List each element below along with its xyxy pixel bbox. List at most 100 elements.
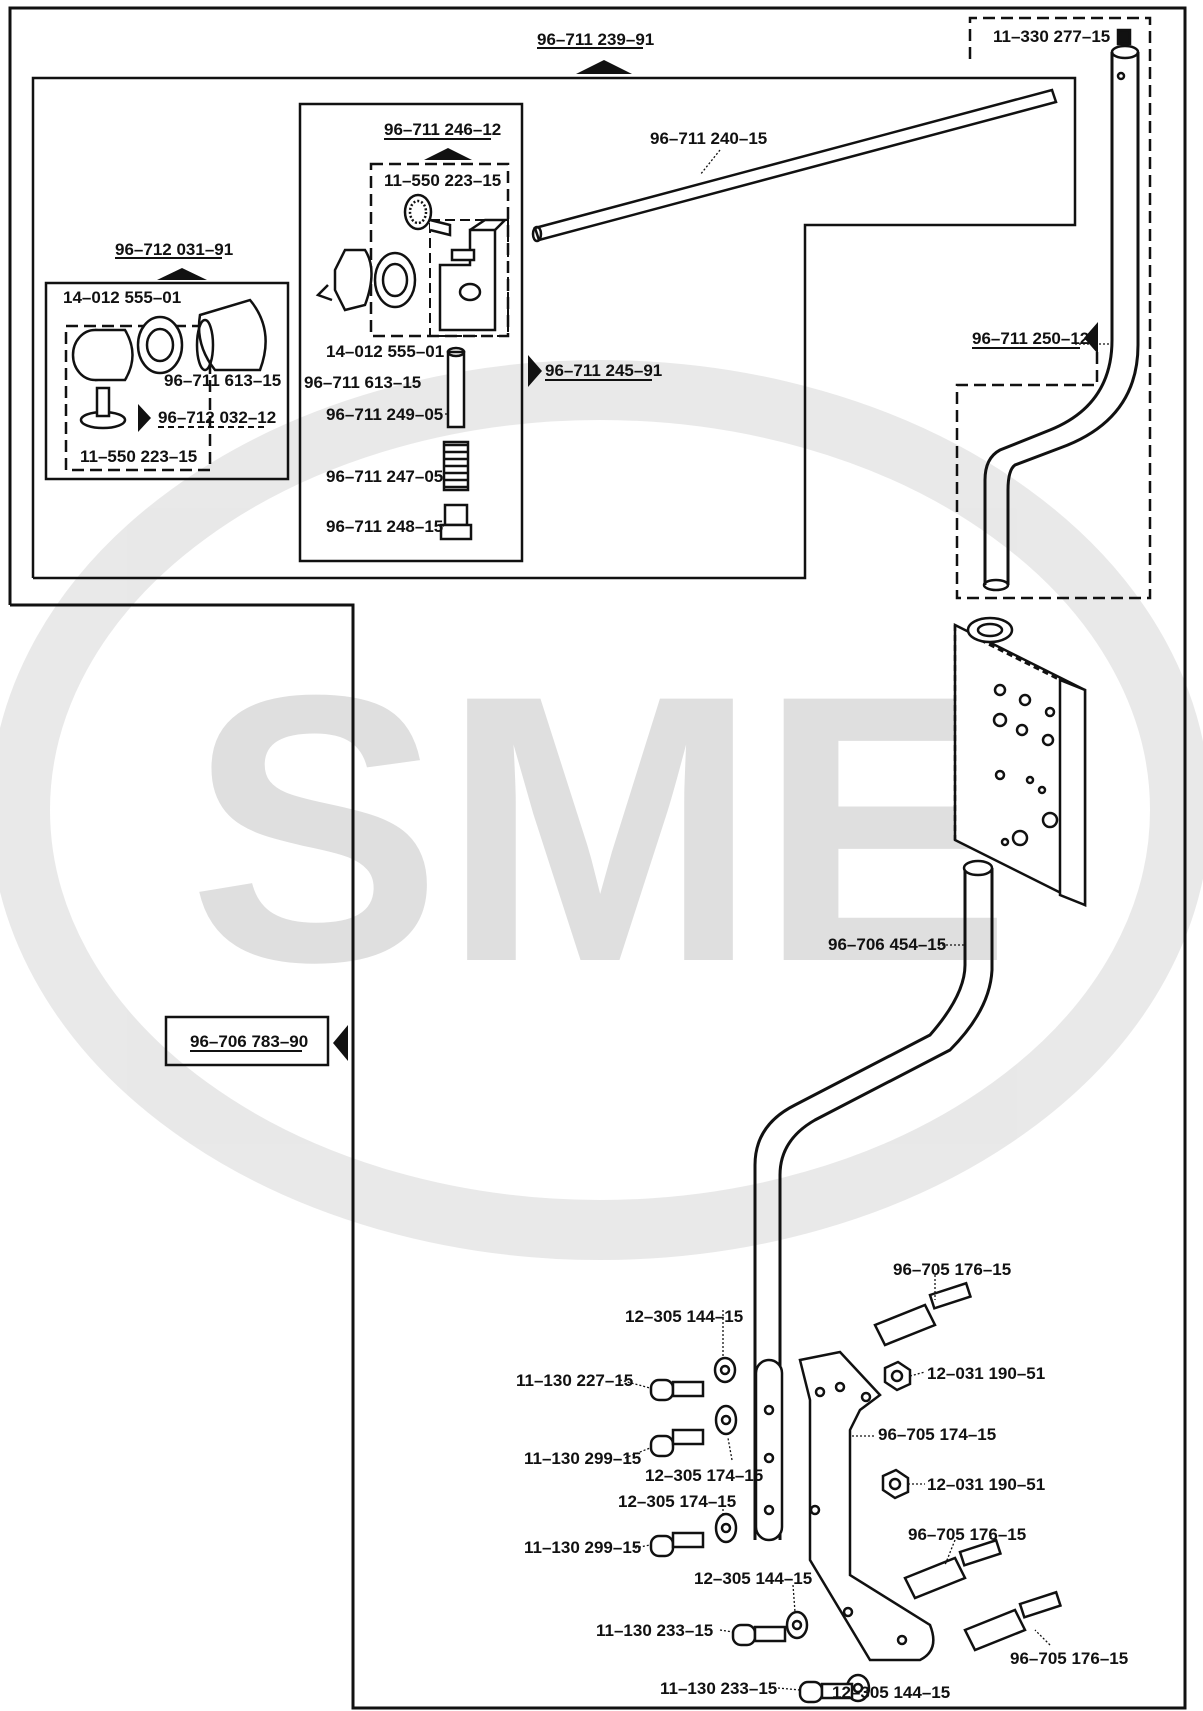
block-top bbox=[469, 218, 509, 232]
group-header-032-12: 96–712 032–12 bbox=[138, 404, 276, 432]
group-header-246-12: 96–711 246–12 bbox=[384, 120, 501, 160]
block-246-12 bbox=[438, 228, 497, 332]
label-174-b: 12–305 174–15 bbox=[618, 1492, 736, 1511]
part-drawings bbox=[71, 28, 1140, 1704]
group-label-032-12: 96–712 032–12 bbox=[158, 408, 276, 427]
block-hole bbox=[458, 282, 482, 302]
pipe-250-12-right bbox=[1006, 52, 1140, 585]
label-176-c: 96–705 176–15 bbox=[1010, 1649, 1128, 1668]
label-454-15: 96–706 454–15 bbox=[828, 935, 946, 954]
spring-247-05 bbox=[442, 440, 470, 492]
washer-174-a bbox=[714, 1404, 738, 1436]
standoff-176-c bbox=[963, 1590, 1063, 1652]
label-233-b: 11–130 233–15 bbox=[660, 1679, 777, 1698]
frame-246-12-inner bbox=[429, 219, 509, 337]
watermark-text: SME bbox=[188, 616, 1011, 1041]
group-label-783-90: 96–706 783–90 bbox=[190, 1032, 308, 1051]
plate-174-15 bbox=[798, 1350, 935, 1662]
screw-277-15 bbox=[1116, 28, 1132, 46]
part-labels: 96–711 240–15 11–550 223–15 14–012 555–0… bbox=[63, 129, 1128, 1702]
triangle-right-icon bbox=[528, 355, 542, 387]
triangle-up-icon bbox=[157, 268, 207, 280]
frame-031-91 bbox=[44, 281, 290, 481]
label-190-a: 12–031 190–51 bbox=[927, 1364, 1045, 1383]
rod-454-15-right bbox=[778, 868, 994, 1540]
screw-299-a bbox=[649, 1428, 705, 1458]
frame-032-12 bbox=[64, 324, 212, 472]
group-header-250-12: 96–711 250–12 bbox=[972, 322, 1098, 354]
washer-144-a bbox=[713, 1356, 737, 1384]
label-012-555-a: 14–012 555–01 bbox=[63, 288, 181, 307]
rod-454-15-left bbox=[753, 868, 967, 1540]
cutter-613-b bbox=[333, 248, 373, 312]
leader-lines bbox=[435, 149, 1110, 1691]
screw-299-b bbox=[649, 1531, 705, 1558]
screw-233-b bbox=[798, 1680, 854, 1704]
pipe-top bbox=[1110, 44, 1140, 60]
label-144-a: 12–305 144–15 bbox=[625, 1307, 743, 1326]
label-227-15: 11–130 227–15 bbox=[516, 1371, 633, 1390]
group-label-031-91: 96–712 031–91 bbox=[115, 240, 233, 259]
label-249-05: 96–711 249–05 bbox=[326, 405, 443, 424]
triangle-up-icon bbox=[576, 60, 632, 74]
rod-240-15 bbox=[533, 88, 1058, 242]
frame-239-91 bbox=[31, 76, 1077, 580]
label-144-b: 12–305 144–15 bbox=[694, 1569, 812, 1588]
nut-190-a bbox=[883, 1360, 912, 1392]
knob-thread-a bbox=[429, 218, 452, 237]
group-label-239-91: 96–711 239–91 bbox=[537, 30, 654, 49]
label-190-b: 12–031 190–51 bbox=[927, 1475, 1045, 1494]
label-299-a: 11–130 299–15 bbox=[524, 1449, 641, 1468]
bracket-strip bbox=[754, 1358, 784, 1542]
group-header-277-15: 11–330 277–15 bbox=[993, 27, 1110, 46]
pipe-bottom bbox=[982, 578, 1010, 592]
frame-250-12 bbox=[955, 16, 1152, 600]
group-header-239-91: 96–711 239–91 bbox=[537, 30, 654, 74]
label-144-c: 12–305 144–15 bbox=[832, 1683, 950, 1702]
frame-outer bbox=[8, 6, 1187, 1710]
label-174-plate: 96–705 174–15 bbox=[878, 1425, 996, 1444]
standoff-176-a bbox=[873, 1281, 973, 1347]
pin-249-05 bbox=[446, 350, 466, 429]
group-header-783-90: 96–706 783–90 bbox=[164, 1015, 348, 1067]
screw-227-15 bbox=[649, 1378, 705, 1402]
label-550-223-b: 11–550 223–15 bbox=[80, 447, 197, 466]
label-233-a: 11–130 233–15 bbox=[596, 1621, 713, 1640]
frame-245-91 bbox=[298, 102, 524, 563]
sleeve-613-a bbox=[197, 298, 267, 372]
cutter-tip bbox=[315, 284, 333, 302]
block-pin bbox=[450, 248, 476, 262]
label-613-b: 96–711 613–15 bbox=[304, 373, 421, 392]
label-240-15: 96–711 240–15 bbox=[650, 129, 767, 148]
group-label-250-12: 96–711 250–12 bbox=[972, 329, 1089, 348]
label-299-b: 11–130 299–15 bbox=[524, 1538, 641, 1557]
screw-233-a bbox=[731, 1623, 787, 1647]
watermark: SME bbox=[0, 360, 1203, 1260]
washer-144-b bbox=[785, 1610, 809, 1640]
triangle-left-icon bbox=[1084, 322, 1098, 354]
label-174-a: 12–305 174–15 bbox=[645, 1466, 763, 1485]
group-label-277-15: 11–330 277–15 bbox=[993, 27, 1110, 46]
bearing-ring-a bbox=[136, 315, 184, 375]
nut-190-b bbox=[881, 1468, 910, 1500]
standoff-176-b bbox=[903, 1538, 1003, 1600]
label-012-555-b: 14–012 555–01 bbox=[326, 342, 444, 361]
label-248-15: 96–711 248–15 bbox=[326, 517, 443, 536]
triangle-left-icon bbox=[333, 1025, 348, 1061]
label-247-05: 96–711 247–05 bbox=[326, 467, 443, 486]
washer-174-b bbox=[714, 1512, 738, 1544]
pipe-250-12-left bbox=[983, 52, 1114, 585]
rod-end bbox=[531, 225, 543, 243]
group-header-031-91: 96–712 031–91 bbox=[115, 240, 233, 280]
label-176-a: 96–705 176–15 bbox=[893, 1260, 1011, 1279]
frames bbox=[8, 6, 1187, 1710]
label-613-a: 96–711 613–15 bbox=[164, 371, 281, 390]
label-550-223-a: 11–550 223–15 bbox=[384, 171, 501, 190]
group-label-246-12: 96–711 246–12 bbox=[384, 120, 501, 139]
mount-plate bbox=[953, 616, 1087, 908]
triangle-up-icon bbox=[424, 148, 472, 160]
pipe-hole bbox=[1116, 71, 1126, 81]
triangle-right-icon bbox=[138, 404, 151, 432]
label-176-b: 96–705 176–15 bbox=[908, 1525, 1026, 1544]
